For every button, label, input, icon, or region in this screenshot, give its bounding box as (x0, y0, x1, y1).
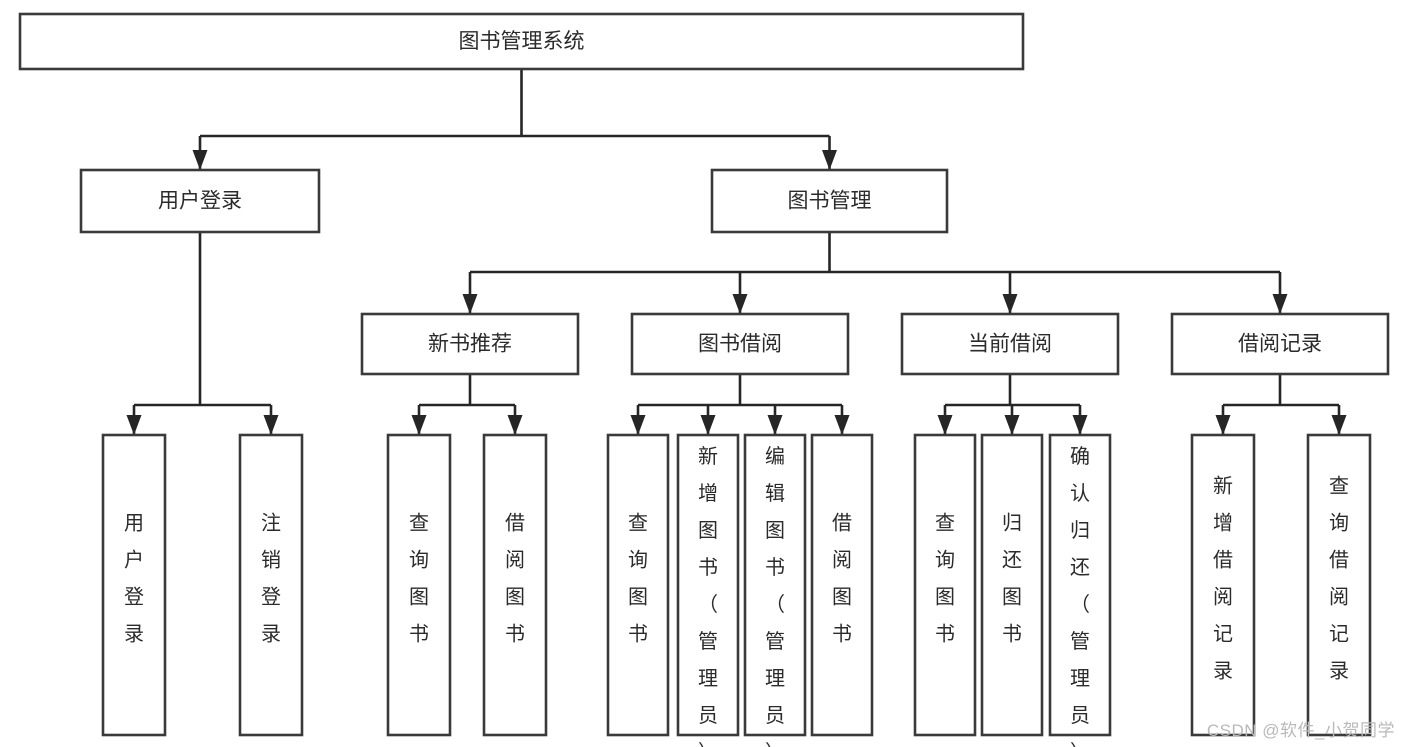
node-l3-新书推荐[interactable]: 新书推荐 (360, 312, 580, 376)
node-leaf-借阅图书[interactable]: 借阅图书 (482, 433, 548, 737)
node-label: 用户登录 (158, 190, 242, 213)
arrow-head-icon (263, 415, 279, 435)
node-leaf-新增借阅记录[interactable]: 新增借阅记录 (1190, 433, 1256, 737)
node-label: 图书管理系统 (459, 30, 585, 53)
node-label: 查询图书 (628, 512, 648, 646)
node-box (710, 168, 949, 234)
node-box (1170, 312, 1390, 376)
edge-group-图书管理系统 (192, 69, 837, 170)
node-leaf-查询图书[interactable]: 查询图书 (386, 433, 452, 737)
node-box (18, 12, 1025, 71)
arrow-head-icon (1331, 415, 1347, 435)
edge-group-图书管理 (462, 232, 1288, 314)
node-label: 查询图书 (409, 512, 429, 646)
edge-group-用户登录 (126, 232, 279, 435)
node-leaf-新增图书管理员[interactable]: 新增图书（管理员） (676, 433, 740, 747)
node-box (238, 433, 304, 737)
node-leaf-用户登录[interactable]: 用户登录 (101, 433, 167, 737)
arrow-head-icon (507, 415, 523, 435)
node-label: 查询图书 (935, 512, 955, 646)
node-box (900, 312, 1120, 376)
node-label: 注销登录 (261, 512, 281, 646)
node-leaf-借阅图书[interactable]: 借阅图书 (810, 433, 874, 737)
connector-layer (126, 69, 1347, 435)
arrow-head-icon (630, 415, 646, 435)
node-box (913, 433, 977, 737)
node-leaf-编辑图书管理员[interactable]: 编辑图书（管理员） (743, 433, 807, 747)
node-label: 图书管理 (788, 190, 872, 213)
node-box (810, 433, 874, 737)
arrow-head-icon (937, 415, 953, 435)
arrow-head-icon (834, 415, 850, 435)
node-box (386, 433, 452, 737)
node-layer: 图书管理系统用户登录图书管理新书推荐图书借阅当前借阅借阅记录用户登录注销登录查询… (18, 12, 1390, 747)
edge-group-新书推荐 (411, 374, 523, 435)
arrow-head-icon (767, 415, 783, 435)
node-label: 编辑图书（管理员） (765, 445, 785, 747)
node-label: 查询借阅记录 (1329, 475, 1349, 683)
node-label: 新书推荐 (428, 333, 512, 356)
node-l3-图书借阅[interactable]: 图书借阅 (630, 312, 850, 376)
node-leaf-查询借阅记录[interactable]: 查询借阅记录 (1306, 433, 1372, 737)
node-label: 借阅图书 (505, 512, 525, 646)
node-label: 借阅记录 (1238, 333, 1322, 356)
node-label: 归还图书 (1002, 512, 1022, 646)
node-box (630, 312, 850, 376)
arrow-head-icon (1215, 415, 1231, 435)
arrow-head-icon (192, 150, 208, 170)
node-box (606, 433, 670, 737)
node-label: 用户登录 (124, 513, 144, 646)
node-box (980, 433, 1044, 737)
arrow-head-icon (1072, 415, 1088, 435)
node-l3-当前借阅[interactable]: 当前借阅 (900, 312, 1120, 376)
edge-group-借阅记录 (1215, 374, 1347, 435)
node-label: 当前借阅 (968, 333, 1052, 356)
node-box (676, 433, 740, 737)
arrow-head-icon (1004, 415, 1020, 435)
arrow-head-icon (1272, 294, 1288, 314)
arrow-head-icon (1002, 294, 1018, 314)
node-box (1190, 433, 1256, 737)
node-box (360, 312, 580, 376)
node-root-图书管理系统[interactable]: 图书管理系统 (18, 12, 1025, 71)
node-label: 新增图书（管理员） (698, 445, 718, 747)
node-leaf-查询图书[interactable]: 查询图书 (606, 433, 670, 737)
node-box (1306, 433, 1372, 737)
node-box (1048, 433, 1112, 737)
node-leaf-归还图书[interactable]: 归还图书 (980, 433, 1044, 737)
node-l2-图书管理[interactable]: 图书管理 (710, 168, 949, 234)
arrow-head-icon (462, 294, 478, 314)
node-box (79, 168, 321, 234)
node-label: 图书借阅 (698, 333, 782, 356)
arrow-head-icon (126, 415, 142, 435)
node-box (101, 433, 167, 737)
node-leaf-注销登录[interactable]: 注销登录 (238, 433, 304, 737)
node-leaf-查询图书[interactable]: 查询图书 (913, 433, 977, 737)
node-l3-借阅记录[interactable]: 借阅记录 (1170, 312, 1390, 376)
node-box (482, 433, 548, 737)
node-box (743, 433, 807, 737)
arrow-head-icon (700, 415, 716, 435)
edge-group-图书借阅 (630, 374, 850, 435)
node-label: 新增借阅记录 (1213, 475, 1233, 683)
node-l2-用户登录[interactable]: 用户登录 (79, 168, 321, 234)
node-label: 借阅图书 (832, 512, 852, 646)
edge-group-当前借阅 (937, 374, 1088, 435)
arrow-head-icon (822, 150, 837, 170)
node-label: 确认归还（管理员） (1070, 445, 1090, 747)
arrow-head-icon (732, 294, 748, 314)
arrow-head-icon (411, 415, 427, 435)
node-leaf-确认归还管理员[interactable]: 确认归还（管理员） (1048, 433, 1112, 747)
